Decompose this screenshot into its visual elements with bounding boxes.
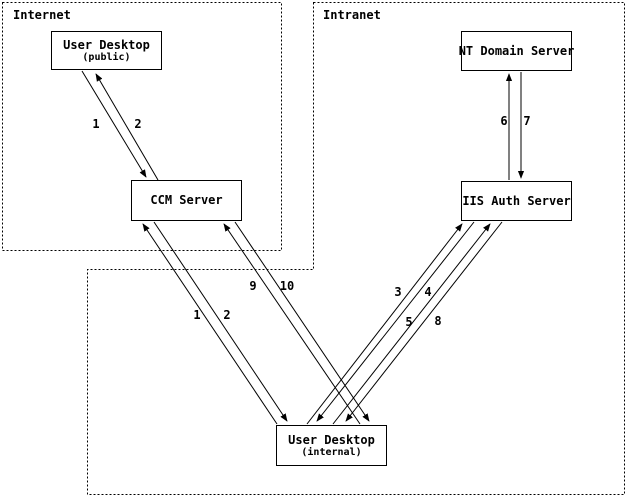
node-title: User Desktop [63, 37, 150, 52]
flow-label-3: 3 [394, 285, 402, 299]
node-ccm-server: CCM Server [131, 180, 242, 221]
flow-1-internal-desktop-to-ccm [142, 223, 278, 425]
node-subtitle: (public) [82, 51, 131, 63]
flow-label-public-2: 2 [134, 117, 142, 131]
internet-zone-label: Internet [12, 8, 72, 22]
flow-label-5: 5 [405, 315, 413, 329]
node-title: CCM Server [150, 193, 223, 207]
flow-label-internal-2: 2 [223, 308, 231, 322]
flow-2-ccm-to-internal-desktop [153, 221, 288, 422]
node-nt-domain-server: NT Domain Server [458, 31, 575, 71]
flow-8-iis-to-internal-desktop [345, 221, 503, 422]
flow-label-internal-1: 1 [193, 308, 201, 322]
node-user-desktop-internal: User Desktop (internal) [276, 425, 387, 466]
node-iis-auth-server: IIS Auth Server [461, 181, 572, 221]
flow-label-public-1: 1 [92, 117, 100, 131]
flow-5-internal-desktop-to-iis [332, 223, 491, 425]
node-title: NT Domain Server [458, 43, 575, 58]
flow-label-9: 9 [249, 279, 257, 293]
intranet-zone-boundary [87, 2, 625, 495]
intranet-zone-label: Intranet [322, 8, 382, 22]
flow-label-8: 8 [434, 314, 442, 328]
flow-4-iis-to-internal-desktop [316, 221, 475, 422]
flow-3-internal-desktop-to-iis [306, 223, 463, 425]
node-title: IIS Auth Server [462, 193, 571, 208]
flow-label-4: 4 [424, 285, 432, 299]
flow-label-7: 7 [523, 114, 531, 128]
flow-2-ccm-to-public-desktop [95, 73, 159, 181]
node-title: User Desktop [288, 432, 375, 447]
node-subtitle: (internal) [301, 446, 362, 458]
internet-zone-boundary [2, 2, 282, 251]
flow-label-6: 6 [500, 114, 508, 128]
flow-label-10: 10 [279, 279, 295, 293]
node-user-desktop-public: User Desktop (public) [51, 31, 162, 70]
flow-10-ccm-to-internal-desktop [234, 221, 370, 422]
flow-9-internal-desktop-to-ccm [223, 223, 361, 425]
flow-1-public-desktop-to-ccm [81, 70, 147, 178]
